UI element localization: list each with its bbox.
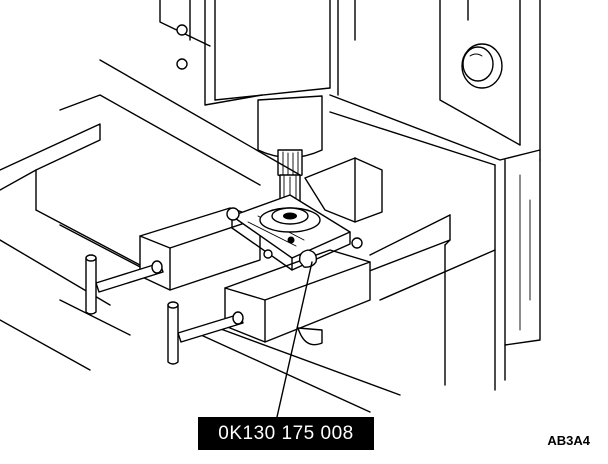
figure-code: AB3A4 bbox=[547, 433, 590, 448]
part-number-label: 0K130 175 008 bbox=[198, 417, 374, 450]
pressing-disc bbox=[259, 207, 321, 244]
vise-handle-front bbox=[167, 301, 244, 365]
press-frame bbox=[159, 0, 541, 391]
vise-block-rear bbox=[304, 157, 383, 223]
callout-leader-line bbox=[276, 261, 313, 418]
column-screw-icon bbox=[176, 24, 188, 70]
adjustment-knob-icon bbox=[461, 43, 503, 89]
press-ram bbox=[257, 95, 323, 218]
vise-handle-left bbox=[85, 254, 164, 315]
